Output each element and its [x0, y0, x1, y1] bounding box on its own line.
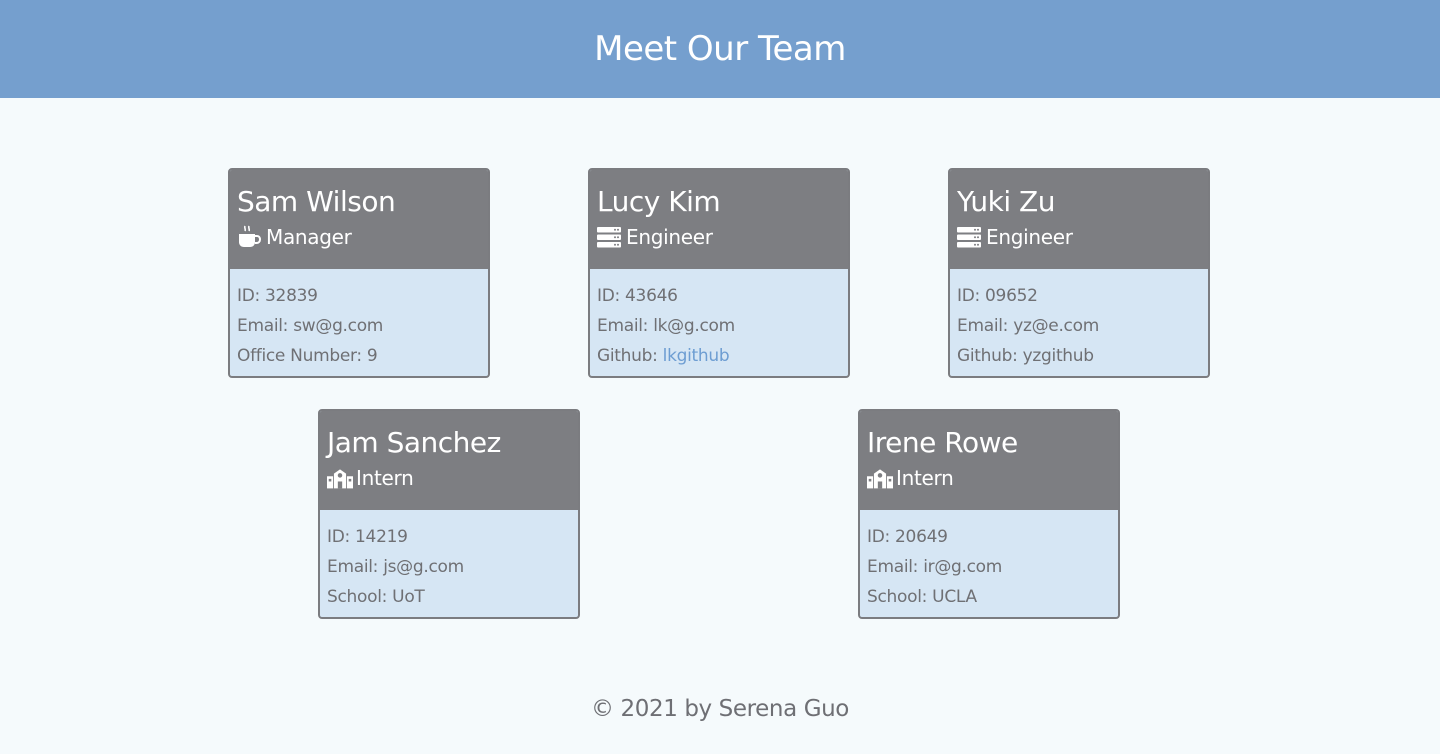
school-icon [867, 466, 893, 490]
employee-email-row: Email: sw@g.com [237, 311, 488, 341]
email-link[interactable]: ir@g.com [923, 557, 1003, 577]
page-header: Meet Our Team [0, 0, 1440, 98]
employee-card-manager: Sam Wilson Manager ID: 32839 Email: sw@g… [228, 168, 490, 378]
email-link[interactable]: yz@e.com [1013, 316, 1099, 336]
card-body: ID: 14219 Email: js@g.com School: UoT [320, 510, 578, 612]
github-value: yzgithub [1022, 346, 1094, 366]
github-row: Github: yzgithub [957, 341, 1208, 371]
employee-role: Intern [867, 465, 1118, 491]
employee-name: Sam Wilson [237, 185, 396, 218]
github-label: Github: [597, 346, 663, 366]
employee-name: Lucy Kim [597, 185, 721, 218]
school-label: School: [867, 587, 933, 607]
employee-id: ID: 14219 [327, 527, 408, 547]
employee-name: Irene Rowe [867, 426, 1018, 459]
email-label: Email: [327, 557, 384, 577]
card-header: Irene Rowe Intern [860, 411, 1118, 510]
card-body: ID: 43646 Email: lk@g.com Github: lkgith… [590, 269, 848, 371]
school-row: School: UCLA [867, 582, 1118, 612]
employee-email-row: Email: ir@g.com [867, 552, 1118, 582]
github-label: Github: [957, 346, 1023, 366]
card-body: ID: 32839 Email: sw@g.com Office Number:… [230, 269, 488, 371]
employee-card-intern: Jam Sanchez Intern ID: 14219 Email: js@g… [318, 409, 580, 619]
role-label: Manager [266, 225, 352, 249]
school-row: School: UoT [327, 582, 578, 612]
employee-email-row: Email: lk@g.com [597, 311, 848, 341]
employee-id: ID: 09652 [957, 286, 1038, 306]
office-number-row: Office Number: 9 [237, 341, 488, 371]
employee-role: Intern [327, 465, 578, 491]
card-body: ID: 20649 Email: ir@g.com School: UCLA [860, 510, 1118, 612]
employee-id: ID: 20649 [867, 527, 948, 547]
email-label: Email: [867, 557, 924, 577]
employee-name: Yuki Zu [957, 185, 1055, 218]
card-header: Sam Wilson Manager [230, 170, 488, 269]
email-link[interactable]: lk@g.com [653, 316, 735, 336]
school-icon [327, 466, 353, 490]
employee-email-row: Email: js@g.com [327, 552, 578, 582]
email-label: Email: [957, 316, 1014, 336]
card-header: Jam Sanchez Intern [320, 411, 578, 510]
employee-card-intern: Irene Rowe Intern ID: 20649 Email: ir@g.… [858, 409, 1120, 619]
github-row: Github: lkgithub [597, 341, 848, 371]
github-link[interactable]: lkgithub [662, 346, 730, 366]
employee-role: Engineer [597, 224, 848, 250]
office-number-label: Office Number: [237, 346, 367, 366]
role-label: Intern [356, 466, 414, 490]
school-value: UCLA [932, 587, 977, 607]
card-body: ID: 09652 Email: yz@e.com Github: yzgith… [950, 269, 1208, 371]
role-label: Engineer [626, 225, 713, 249]
card-header: Lucy Kim Engineer [590, 170, 848, 269]
role-label: Intern [896, 466, 954, 490]
email-label: Email: [237, 316, 294, 336]
footer-copyright: © 2021 by Serena Guo [591, 696, 849, 722]
server-icon [957, 225, 983, 249]
page-title: Meet Our Team [594, 29, 846, 69]
coffee-icon [237, 225, 263, 249]
employee-role: Manager [237, 224, 488, 250]
email-label: Email: [597, 316, 654, 336]
email-link[interactable]: js@g.com [383, 557, 464, 577]
email-link[interactable]: sw@g.com [293, 316, 384, 336]
employee-card-engineer: Lucy Kim Engineer ID: 43646 Email: lk@g.… [588, 168, 850, 378]
employee-name: Jam Sanchez [327, 426, 501, 459]
school-value: UoT [392, 587, 425, 607]
role-label: Engineer [986, 225, 1073, 249]
employee-email-row: Email: yz@e.com [957, 311, 1208, 341]
office-number-value: 9 [366, 346, 378, 366]
employee-id: ID: 43646 [597, 286, 678, 306]
school-label: School: [327, 587, 393, 607]
server-icon [597, 225, 623, 249]
card-header: Yuki Zu Engineer [950, 170, 1208, 269]
employee-role: Engineer [957, 224, 1208, 250]
employee-card-engineer: Yuki Zu Engineer ID: 09652 Email: yz@e.c… [948, 168, 1210, 378]
employee-id: ID: 32839 [237, 286, 318, 306]
